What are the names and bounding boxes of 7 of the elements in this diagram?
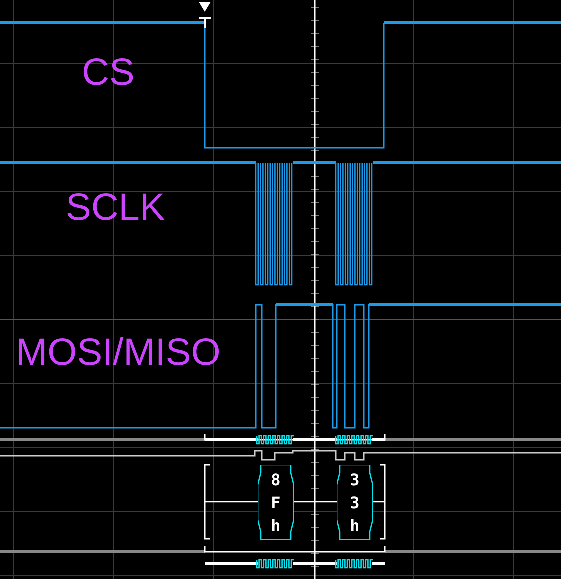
signal-label: SCLK bbox=[66, 186, 166, 230]
decoded-value: 3 3 h bbox=[349, 469, 361, 537]
decoded-value: 8 F h bbox=[270, 469, 282, 537]
decode-hexagon bbox=[337, 465, 373, 540]
decode-hexagon bbox=[258, 465, 294, 540]
signal-label: MOSI/MISO bbox=[16, 331, 221, 375]
signal-label: CS bbox=[82, 51, 135, 95]
